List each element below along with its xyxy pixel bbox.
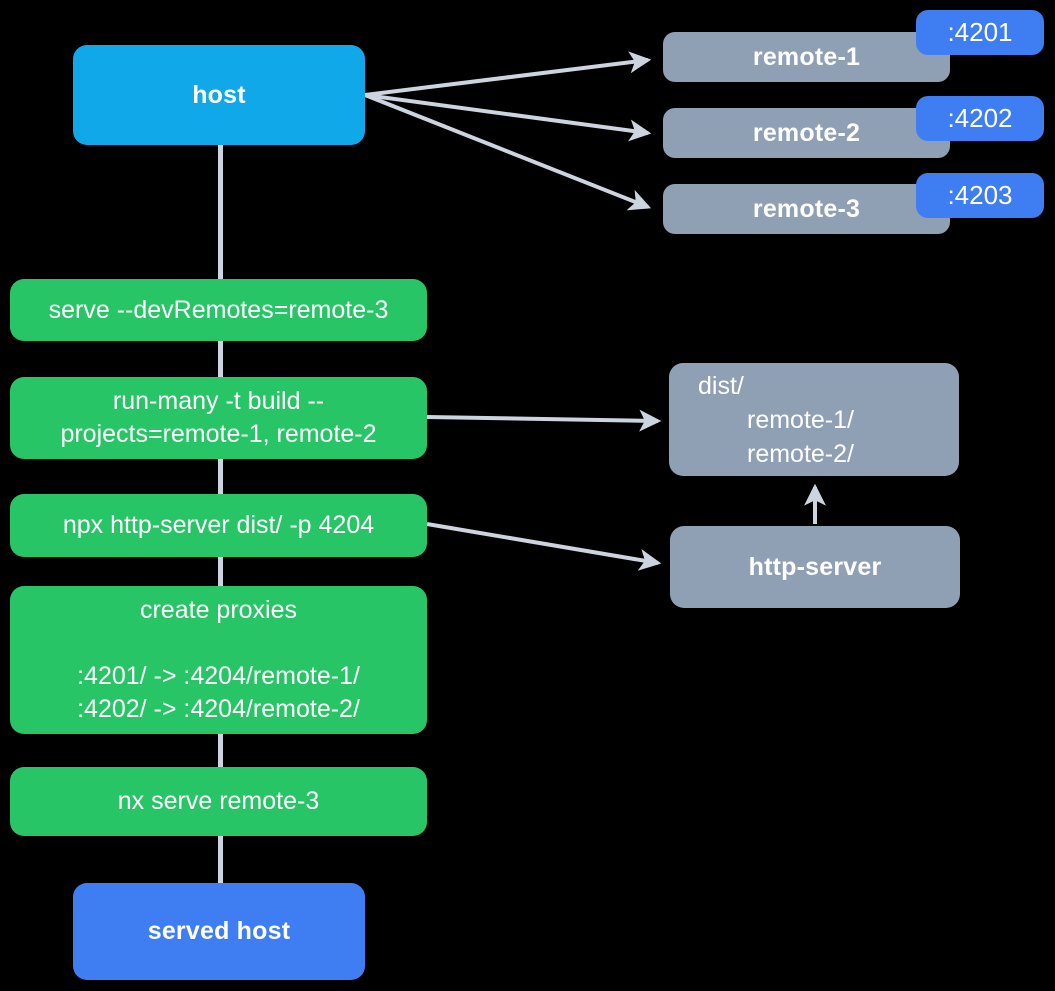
step-npx-text: npx http-server dist/ -p 4204: [62, 511, 375, 539]
edge-host-remote-3: [364, 93, 652, 211]
port-badge-4201: :4201: [916, 10, 1044, 55]
served-host-node: served host: [73, 883, 365, 980]
step-nx-serve-text: nx serve remote-3: [117, 787, 320, 815]
dist-folder-node: dist/ remote-1/ remote-2/: [669, 363, 959, 476]
remote-1-label: remote-1: [752, 42, 861, 71]
port-badge-4203: :4203: [916, 173, 1044, 218]
step-serve-text: serve --devRemotes=remote-3: [48, 295, 389, 324]
step-proxies-rule-1: :4201/ -> :4204/remote-1/: [77, 662, 360, 690]
host-node: host: [73, 45, 365, 145]
http-server-node: http-server: [670, 526, 960, 608]
dist-folder-remote-2: remote-2/: [747, 439, 854, 468]
remote-3-label: remote-3: [752, 194, 861, 223]
step-run-many-text-line2: projects=remote-1, remote-2: [60, 420, 377, 448]
edge-runmany-dist: [426, 409, 662, 432]
remote-2-node: remote-2: [663, 108, 950, 158]
port-badge-4201-label: :4201: [947, 17, 1013, 47]
dist-folder-remote-1: remote-1/: [747, 405, 854, 434]
edge-npx-httpserver: [426, 522, 662, 571]
step-nx-serve-remote-3: nx serve remote-3: [10, 767, 427, 836]
step-proxies-rule-2: :4202/ -> :4204/remote-2/: [77, 695, 360, 723]
http-server-label: http-server: [748, 552, 882, 581]
edge-host-remote-1: [364, 51, 652, 97]
host-label: host: [192, 80, 246, 109]
served-host-label: served host: [147, 917, 291, 945]
remote-2-label: remote-2: [752, 118, 861, 147]
step-npx-http-server: npx http-server dist/ -p 4204: [10, 494, 427, 557]
remote-3-node: remote-3: [663, 184, 950, 234]
remote-1-node: remote-1: [663, 32, 950, 82]
step-serve-devremotes: serve --devRemotes=remote-3: [10, 279, 427, 341]
edge-host-remote-2: [364, 93, 652, 142]
port-badge-4202-label: :4202: [947, 103, 1013, 133]
step-run-many-build: run-many -t build -- projects=remote-1, …: [10, 377, 427, 459]
step-create-proxies: create proxies :4201/ -> :4204/remote-1/…: [10, 586, 427, 734]
step-run-many-text-line1: run-many -t build --: [112, 387, 325, 415]
step-proxies-title: create proxies: [139, 596, 298, 624]
port-badge-4202: :4202: [916, 96, 1044, 141]
dist-folder-root: dist/: [698, 371, 744, 400]
port-badge-4203-label: :4203: [947, 180, 1013, 210]
